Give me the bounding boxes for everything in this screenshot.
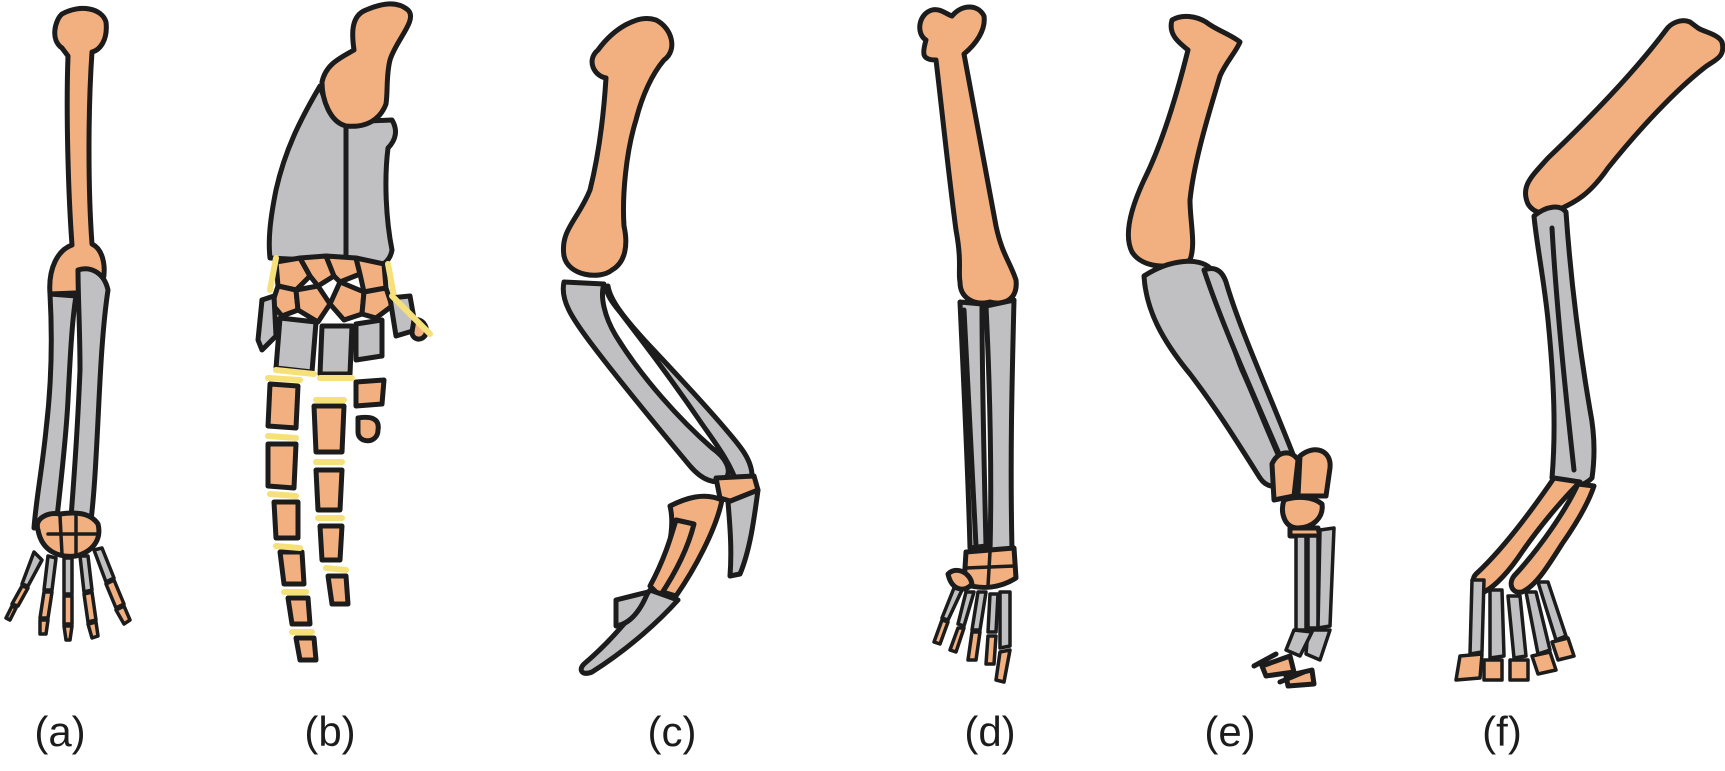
- label-d: (d): [964, 708, 1016, 755]
- limb-f-humerus: [1523, 18, 1725, 216]
- limb-f: [1454, 18, 1725, 682]
- limb-a-digits: [4, 546, 132, 642]
- limb-b: [255, 1, 433, 663]
- label-f: (f): [1482, 708, 1522, 755]
- limb-d-ulna: [983, 297, 1017, 555]
- limb-c-radius: [560, 279, 731, 484]
- limb-b-humerus: [319, 1, 413, 129]
- label-b: (b): [304, 708, 356, 755]
- limb-c-hand-d: [578, 587, 681, 676]
- limb-a-humerus: [47, 5, 109, 297]
- limb-d-humerus: [917, 4, 1019, 306]
- limb-e: [1125, 13, 1336, 689]
- limb-e-metacarpals: [1284, 526, 1336, 662]
- limb-b-carpals: [269, 253, 395, 325]
- limb-c-hand-b: [725, 487, 761, 579]
- limb-b-phalanges: [265, 377, 387, 663]
- limb-e-carpals: [1269, 447, 1333, 539]
- limb-f-digits: [1454, 578, 1576, 682]
- limb-f-bone-b: [1508, 481, 1597, 595]
- limb-f-radius-ulna: [1531, 204, 1597, 489]
- limb-d: [917, 4, 1019, 684]
- limb-c-hand-e: [613, 589, 651, 629]
- limb-b-ulna: [343, 117, 398, 269]
- limb-a: [4, 5, 132, 642]
- label-c: (c): [647, 708, 697, 755]
- label-a: (a): [34, 708, 86, 755]
- limb-d-carpals: [945, 545, 1019, 592]
- limb-c-humerus: [560, 16, 675, 278]
- limb-d-digits: [932, 586, 1012, 684]
- label-e: (e): [1204, 708, 1256, 755]
- limb-e-humerus: [1125, 13, 1243, 269]
- limb-e-ulna: [1201, 266, 1299, 473]
- limb-a-radius: [31, 291, 79, 531]
- limb-a-ulna: [67, 266, 111, 533]
- limb-b-metacarpals: [255, 293, 429, 377]
- limb-c: [560, 16, 761, 676]
